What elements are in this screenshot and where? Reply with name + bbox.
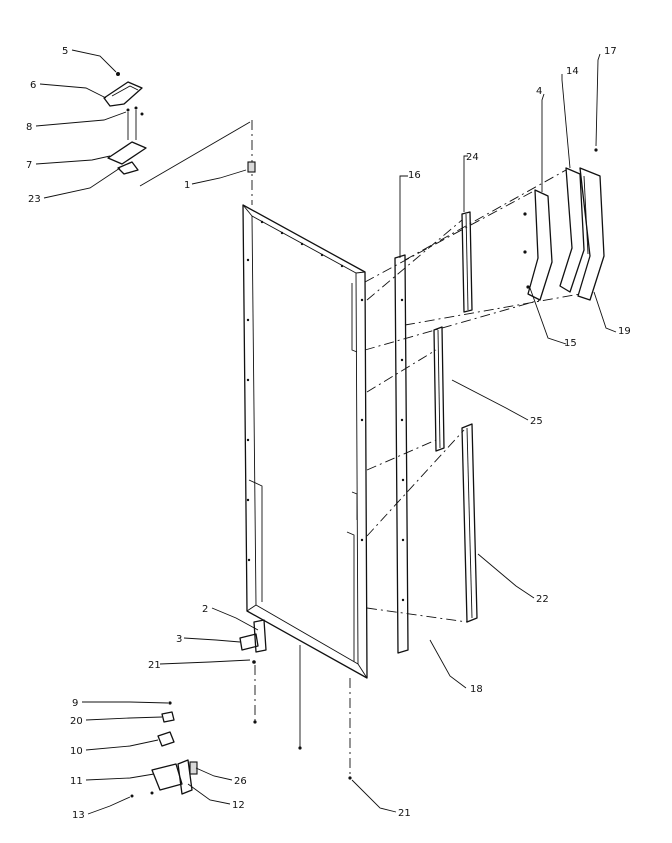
shelf-retainer-25 (433, 326, 445, 452)
callout-19: 19 (618, 326, 631, 337)
callout-22: 22 (536, 594, 549, 605)
shelf-rail-22 (461, 423, 478, 623)
callout-1: 1 (184, 180, 190, 191)
callout-7: 7 (26, 160, 32, 171)
callout-15: 15 (564, 338, 577, 349)
callout-25: 25 (530, 416, 543, 427)
alignment-lines (364, 169, 581, 623)
callout-21-lower: 21 (398, 808, 411, 819)
callout-17: 17 (604, 46, 617, 57)
leader-lines (35, 49, 617, 815)
callout-24: 24 (466, 152, 479, 163)
callout-20: 20 (70, 716, 83, 727)
callout-3: 3 (176, 634, 182, 645)
callout-8: 8 (26, 122, 32, 133)
gasket-strip-16 (394, 254, 409, 654)
callout-9: 9 (72, 698, 78, 709)
callout-5: 5 (62, 46, 68, 57)
callout-21-upper: 21 (148, 660, 161, 671)
top-hinge-assembly (103, 72, 256, 205)
callout-4: 4 (536, 86, 542, 97)
callout-11: 11 (70, 776, 83, 787)
callout-14: 14 (566, 66, 579, 77)
callout-labels: 5 6 8 7 23 1 16 24 4 14 17 15 19 25 22 1… (26, 46, 631, 821)
callout-2: 2 (202, 604, 208, 615)
callout-26: 26 (234, 776, 247, 787)
callout-18: 18 (470, 684, 483, 695)
callout-23: 23 (28, 194, 41, 205)
callout-16: 16 (408, 170, 421, 181)
callout-12: 12 (232, 800, 245, 811)
door-panel (242, 204, 368, 679)
callout-13: 13 (72, 810, 85, 821)
bottom-hinge-assembly (130, 619, 352, 798)
shelf-retainer-24 (461, 211, 473, 313)
callout-10: 10 (70, 746, 83, 757)
callout-6: 6 (30, 80, 36, 91)
